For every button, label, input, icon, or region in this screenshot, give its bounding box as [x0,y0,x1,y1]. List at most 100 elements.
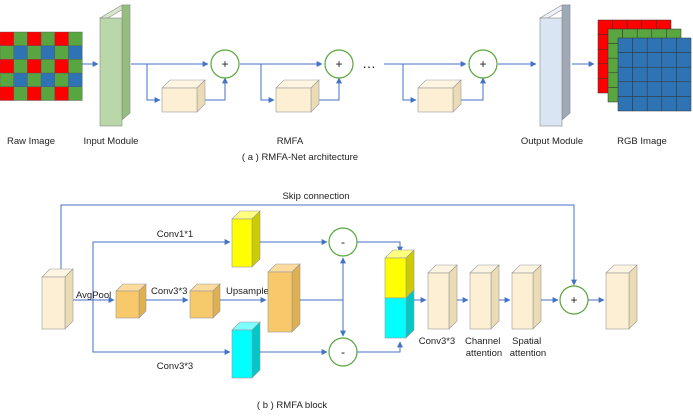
subtract-symbol-1: - [341,235,345,249]
bayer-cell [68,31,83,46]
rgb-cell [617,52,633,68]
raw-image-label: Raw Image [7,136,55,147]
bayer-cell [27,59,42,74]
bayer-cell [13,72,28,87]
arrow-skip-connection [60,204,577,286]
arrow-branch-rmfa2 [260,64,275,103]
bayer-cell [54,31,69,46]
rmfa-cube-3 [417,79,462,113]
channel-attention-line-2: attention [466,348,502,359]
rgb-cell [632,81,648,97]
bayer-cell [40,45,55,60]
bayer-cell [0,72,14,87]
add-symbol-b: + [570,293,577,307]
add-symbol-2: + [335,57,342,71]
conv3x3-right-block [427,264,458,330]
rgb-image-label: RGB Image [617,136,667,147]
rmfa-output-block [605,264,638,330]
rgb-cell [661,66,677,83]
spatial-attention-line-1: Spatial [512,336,541,347]
rgb-cell [617,96,633,112]
arrow-branch-rmfa1 [146,64,161,103]
bayer-cell [0,59,14,74]
arrow-rmfa1-to-add1 [202,77,228,101]
rgb-cell [676,96,692,112]
add-symbol-3: + [479,57,486,71]
rgb-cell [661,52,677,68]
rgb-cell [617,66,633,83]
output-module-label: Output Module [521,136,583,147]
avgpool-cube [115,283,147,319]
rgb-cell [617,37,633,53]
rgb-cell [676,37,692,53]
rmfa-label: RMFA [277,136,304,147]
add-circle-1: + [210,49,240,79]
rgb-cell [661,37,677,53]
avgpool-label: AvgPool [76,290,111,301]
concat-block [384,249,415,339]
arrow-sub2-to-concat [357,341,403,353]
raw-image-bayer-grid [0,31,83,101]
rgb-cell [632,96,648,112]
add-circle-3: + [468,49,498,79]
rgb-cell [646,96,663,112]
arrow-rmfa3-to-add3 [458,77,486,101]
rmfa-cube-2 [275,79,320,113]
bayer-cell [68,59,83,74]
channel-attention-line-1: Channel [465,336,500,347]
rgb-cell [617,81,633,97]
input-module-label: Input Module [84,136,139,147]
spatial-attention-block [511,264,542,330]
bayer-cell [0,86,14,101]
conv3x3-mid-cube [189,283,221,319]
rgb-cell [676,52,692,68]
add-circle-2: + [324,49,354,79]
rgb-cell [632,66,648,83]
rgb-cell [676,81,692,97]
input-module-slab [98,4,132,127]
conv3x3-block-cyan [231,321,261,379]
bayer-cell [13,45,28,60]
bayer-cell [13,31,28,46]
rgb-cell [646,66,663,83]
bayer-cell [54,59,69,74]
bayer-cell [54,45,69,60]
rgb-cell [646,81,663,97]
bayer-cell [13,59,28,74]
bayer-cell [0,45,14,60]
bayer-cell [27,31,42,46]
bayer-cell [27,86,42,101]
bayer-cell [27,72,42,87]
conv3x3-bottom-label: Conv3*3 [157,361,193,372]
rgb-cell [661,81,677,97]
arrow-sub1-to-concat [357,241,403,253]
channel-attention-block [469,264,500,330]
channel-attention-label: Channel attention [465,336,503,359]
upsample-block [267,263,301,333]
rmfa-input-block [41,268,74,330]
caption-b: ( b ) RMFA block [257,400,327,411]
bayer-cell [40,72,55,87]
rgb-cell [632,37,648,53]
arrow-to-conv1x1 [92,239,231,300]
conv3x3-right-label: Conv3*3 [419,336,455,347]
bayer-cell [68,72,83,87]
subtract-circle-1: - [328,227,358,257]
bayer-cell [54,86,69,101]
arrow-to-conv3x3-bottom [92,300,231,355]
rgb-layer-blue [617,37,692,112]
rgb-cell [646,52,663,68]
rgb-image-stack [597,19,692,112]
add-circle-b: + [559,285,589,315]
rgb-cell [646,37,663,53]
rgb-cell [632,52,648,68]
ellipsis: … [362,55,376,71]
caption-a: ( a ) RMFA-Net architecture [242,152,358,163]
bayer-cell [54,72,69,87]
bayer-cell [40,31,55,46]
bayer-cell [13,86,28,101]
bayer-cell [68,45,83,60]
spatial-attention-label: Spatial attention [510,336,546,359]
bayer-cell [40,59,55,74]
